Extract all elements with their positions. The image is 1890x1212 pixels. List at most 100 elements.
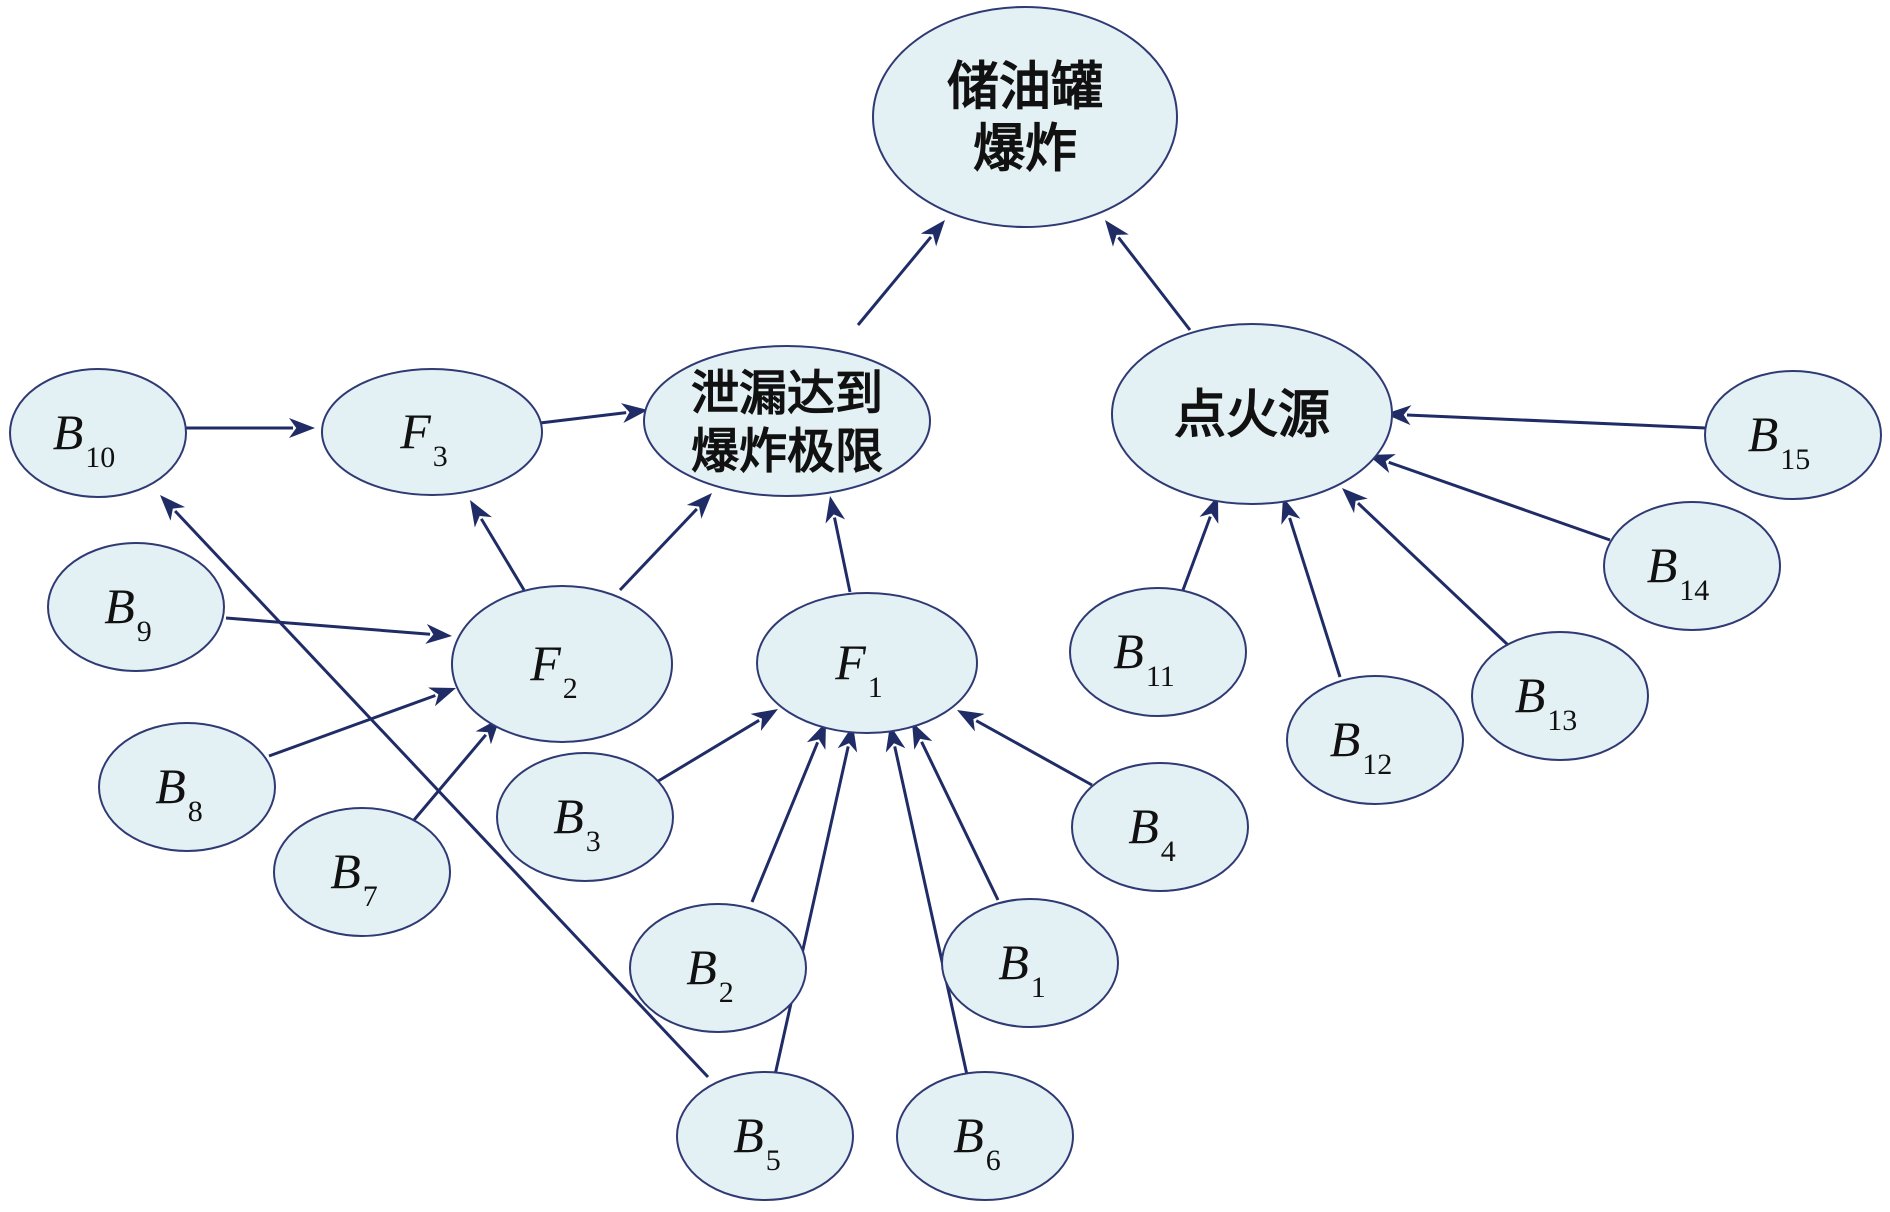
edge-B8-to-F2 bbox=[268, 687, 456, 758]
node-label-main: B bbox=[953, 1107, 984, 1163]
edge-line bbox=[920, 741, 1000, 901]
node-label-main: B bbox=[1515, 667, 1546, 723]
node-ellipse bbox=[1286, 675, 1464, 805]
node-label-subscript: 8 bbox=[188, 795, 203, 828]
node-B13: B13 bbox=[1471, 631, 1649, 761]
node-label-subscript: 7 bbox=[363, 880, 378, 913]
node-ellipse bbox=[1704, 370, 1882, 500]
node-label: B11 bbox=[1113, 623, 1174, 693]
node-B11: B11 bbox=[1069, 587, 1247, 717]
node-label-main: B bbox=[330, 843, 361, 899]
node-label: F3 bbox=[399, 403, 448, 473]
arrowhead-icon bbox=[1281, 497, 1301, 525]
node-ellipse bbox=[496, 752, 674, 882]
arrowhead-icon bbox=[1385, 405, 1412, 426]
node-ellipse bbox=[1471, 631, 1649, 761]
edge-line bbox=[1406, 413, 1707, 430]
node-label-main: B bbox=[998, 934, 1029, 990]
node-label-main: B bbox=[1748, 406, 1779, 462]
node-label-subscript: 2 bbox=[563, 672, 578, 705]
node-ignition: 点火源 bbox=[1111, 323, 1393, 505]
edge-line bbox=[1388, 460, 1611, 542]
node-ellipse bbox=[756, 592, 978, 734]
edge-line bbox=[975, 719, 1093, 787]
node-B8: B8 bbox=[98, 722, 276, 852]
arrowhead-icon bbox=[806, 722, 826, 750]
edge-line bbox=[480, 518, 526, 591]
node-label-line: 爆炸 bbox=[973, 120, 1077, 180]
node-label-subscript: 11 bbox=[1146, 660, 1175, 693]
node-label-main: B bbox=[1113, 623, 1144, 679]
edge-line bbox=[893, 746, 969, 1076]
node-ellipse bbox=[98, 722, 276, 852]
arrowhead-icon bbox=[920, 220, 945, 247]
node-label-subscript: 6 bbox=[986, 1144, 1001, 1177]
node-B1: B1 bbox=[941, 898, 1119, 1028]
arrowhead-icon bbox=[1368, 454, 1396, 474]
node-label: B14 bbox=[1647, 537, 1710, 607]
node-label-main: B bbox=[1647, 537, 1678, 593]
edge-B11-to-ignition bbox=[1181, 496, 1219, 591]
edge-line bbox=[1181, 516, 1212, 591]
edge-B2-to-F1 bbox=[750, 722, 826, 903]
edge-line bbox=[225, 616, 431, 636]
node-label-line: 爆炸极限 bbox=[691, 423, 883, 479]
edge-B5-to-F1 bbox=[773, 725, 858, 1076]
arrowhead-icon bbox=[1105, 220, 1129, 247]
node-label-main: B bbox=[104, 578, 135, 634]
node-ellipse bbox=[47, 542, 225, 672]
node-label: B12 bbox=[1330, 711, 1393, 781]
edge-B10-to-F3 bbox=[186, 418, 315, 438]
node-B10: B10 bbox=[9, 368, 187, 498]
arrowhead-icon bbox=[1199, 496, 1219, 524]
node-label-main: B bbox=[53, 404, 84, 460]
node-label: B9 bbox=[104, 578, 152, 648]
edge-F1-to-leak bbox=[825, 496, 852, 593]
node-B2: B2 bbox=[629, 903, 807, 1033]
edge-F2-to-F3 bbox=[470, 500, 526, 591]
edge-B15-to-ignition bbox=[1385, 405, 1707, 430]
edge-line bbox=[856, 235, 933, 326]
edge-leak-to-top bbox=[856, 220, 945, 326]
arrowhead-icon bbox=[957, 710, 985, 732]
edge-F2-to-leak bbox=[618, 493, 712, 592]
node-label: B8 bbox=[155, 758, 203, 828]
edge-line bbox=[268, 694, 436, 758]
node-label-line: 泄漏达到 bbox=[691, 365, 883, 421]
edge-line bbox=[173, 509, 710, 1079]
arrowhead-icon bbox=[686, 493, 712, 519]
node-label-subscript: 3 bbox=[433, 440, 448, 473]
node-ellipse bbox=[676, 1071, 854, 1201]
node-label-subscript: 2 bbox=[719, 976, 734, 1009]
node-label: B4 bbox=[1128, 798, 1176, 868]
node-F1: F1 bbox=[756, 592, 978, 734]
edge-B12-to-ignition bbox=[1281, 497, 1342, 678]
arrowhead-icon bbox=[825, 496, 846, 524]
node-ellipse bbox=[321, 368, 543, 496]
node-B5: B5 bbox=[676, 1071, 854, 1201]
node-ellipse bbox=[1111, 323, 1393, 505]
node-ellipse bbox=[941, 898, 1119, 1028]
edge-line bbox=[412, 733, 487, 821]
node-label: B13 bbox=[1515, 667, 1578, 737]
arrowhead-icon bbox=[470, 500, 492, 528]
node-label-main: B bbox=[553, 788, 584, 844]
arrowhead-icon bbox=[289, 418, 315, 438]
edge-B13-to-ignition bbox=[1342, 488, 1510, 647]
node-label-main: F bbox=[529, 635, 561, 691]
node-label: B3 bbox=[553, 788, 601, 858]
node-label: B5 bbox=[733, 1107, 781, 1177]
node-label: B15 bbox=[1748, 406, 1811, 476]
node-label-main: B bbox=[155, 758, 186, 814]
node-B3: B3 bbox=[496, 752, 674, 882]
arrowhead-icon bbox=[1342, 488, 1368, 514]
node-ellipse bbox=[629, 903, 807, 1033]
node-label-line: 点火源 bbox=[1174, 386, 1330, 446]
node-label-subscript: 13 bbox=[1547, 704, 1577, 737]
node-ellipse bbox=[9, 368, 187, 498]
node-label: B6 bbox=[953, 1107, 1001, 1177]
node-label-subscript: 14 bbox=[1679, 574, 1709, 607]
node-F3: F3 bbox=[321, 368, 543, 496]
